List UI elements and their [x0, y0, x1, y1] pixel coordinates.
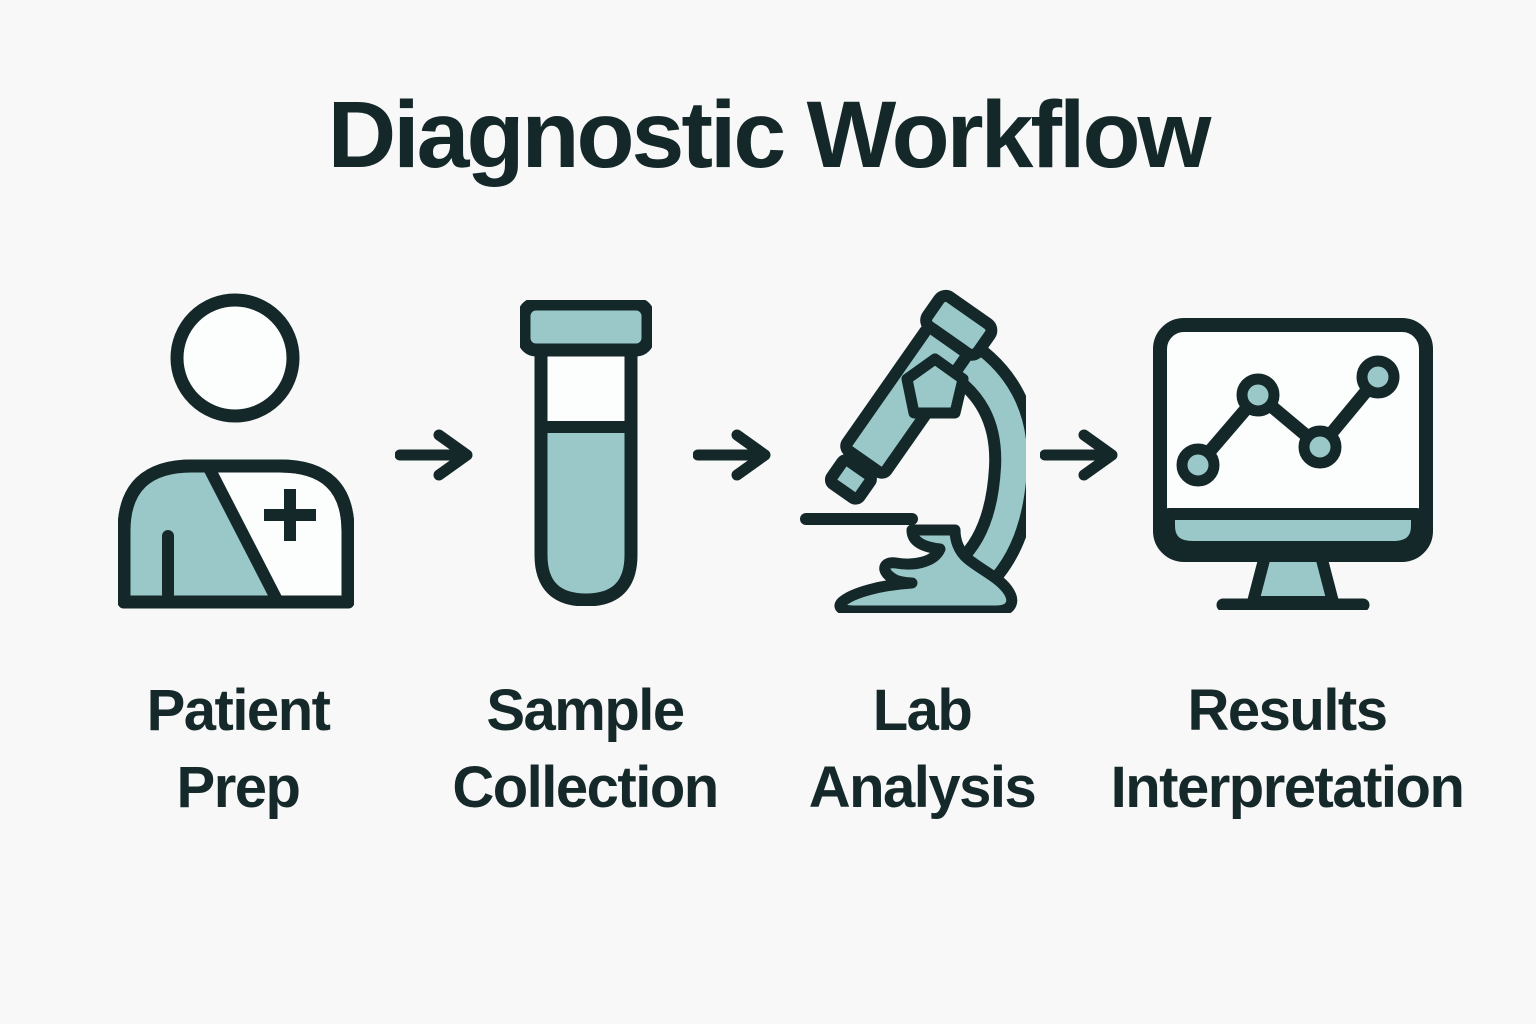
- arrow-right-icon: [394, 427, 475, 488]
- step-label-line: Analysis: [808, 755, 1037, 820]
- step-label-line: Prep: [176, 755, 301, 820]
- arrow-right-icon: [1039, 427, 1120, 488]
- step-label-line: Lab: [872, 678, 973, 743]
- step-label-results-interpretation: Results Interpretation: [1065, 672, 1509, 826]
- step-label-lab-analysis: Lab Analysis: [722, 672, 1122, 826]
- test-tube-icon: [520, 300, 652, 606]
- step-label-line: Collection: [452, 755, 719, 820]
- arrow-right-icon: [692, 427, 773, 488]
- step-label-sample-collection: Sample Collection: [385, 672, 785, 826]
- step-label-patient-prep: Patient Prep: [38, 672, 438, 826]
- monitor-line-chart-icon: [1153, 318, 1433, 610]
- patient-icon: [118, 288, 354, 610]
- microscope-icon: [800, 283, 1026, 613]
- page-title: Diagnostic Workflow: [327, 82, 1212, 188]
- step-label-line: Patient: [146, 678, 331, 743]
- step-label-line: Sample: [486, 678, 685, 743]
- step-label-line: Results: [1187, 678, 1388, 743]
- step-label-line: Interpretation: [1110, 755, 1465, 820]
